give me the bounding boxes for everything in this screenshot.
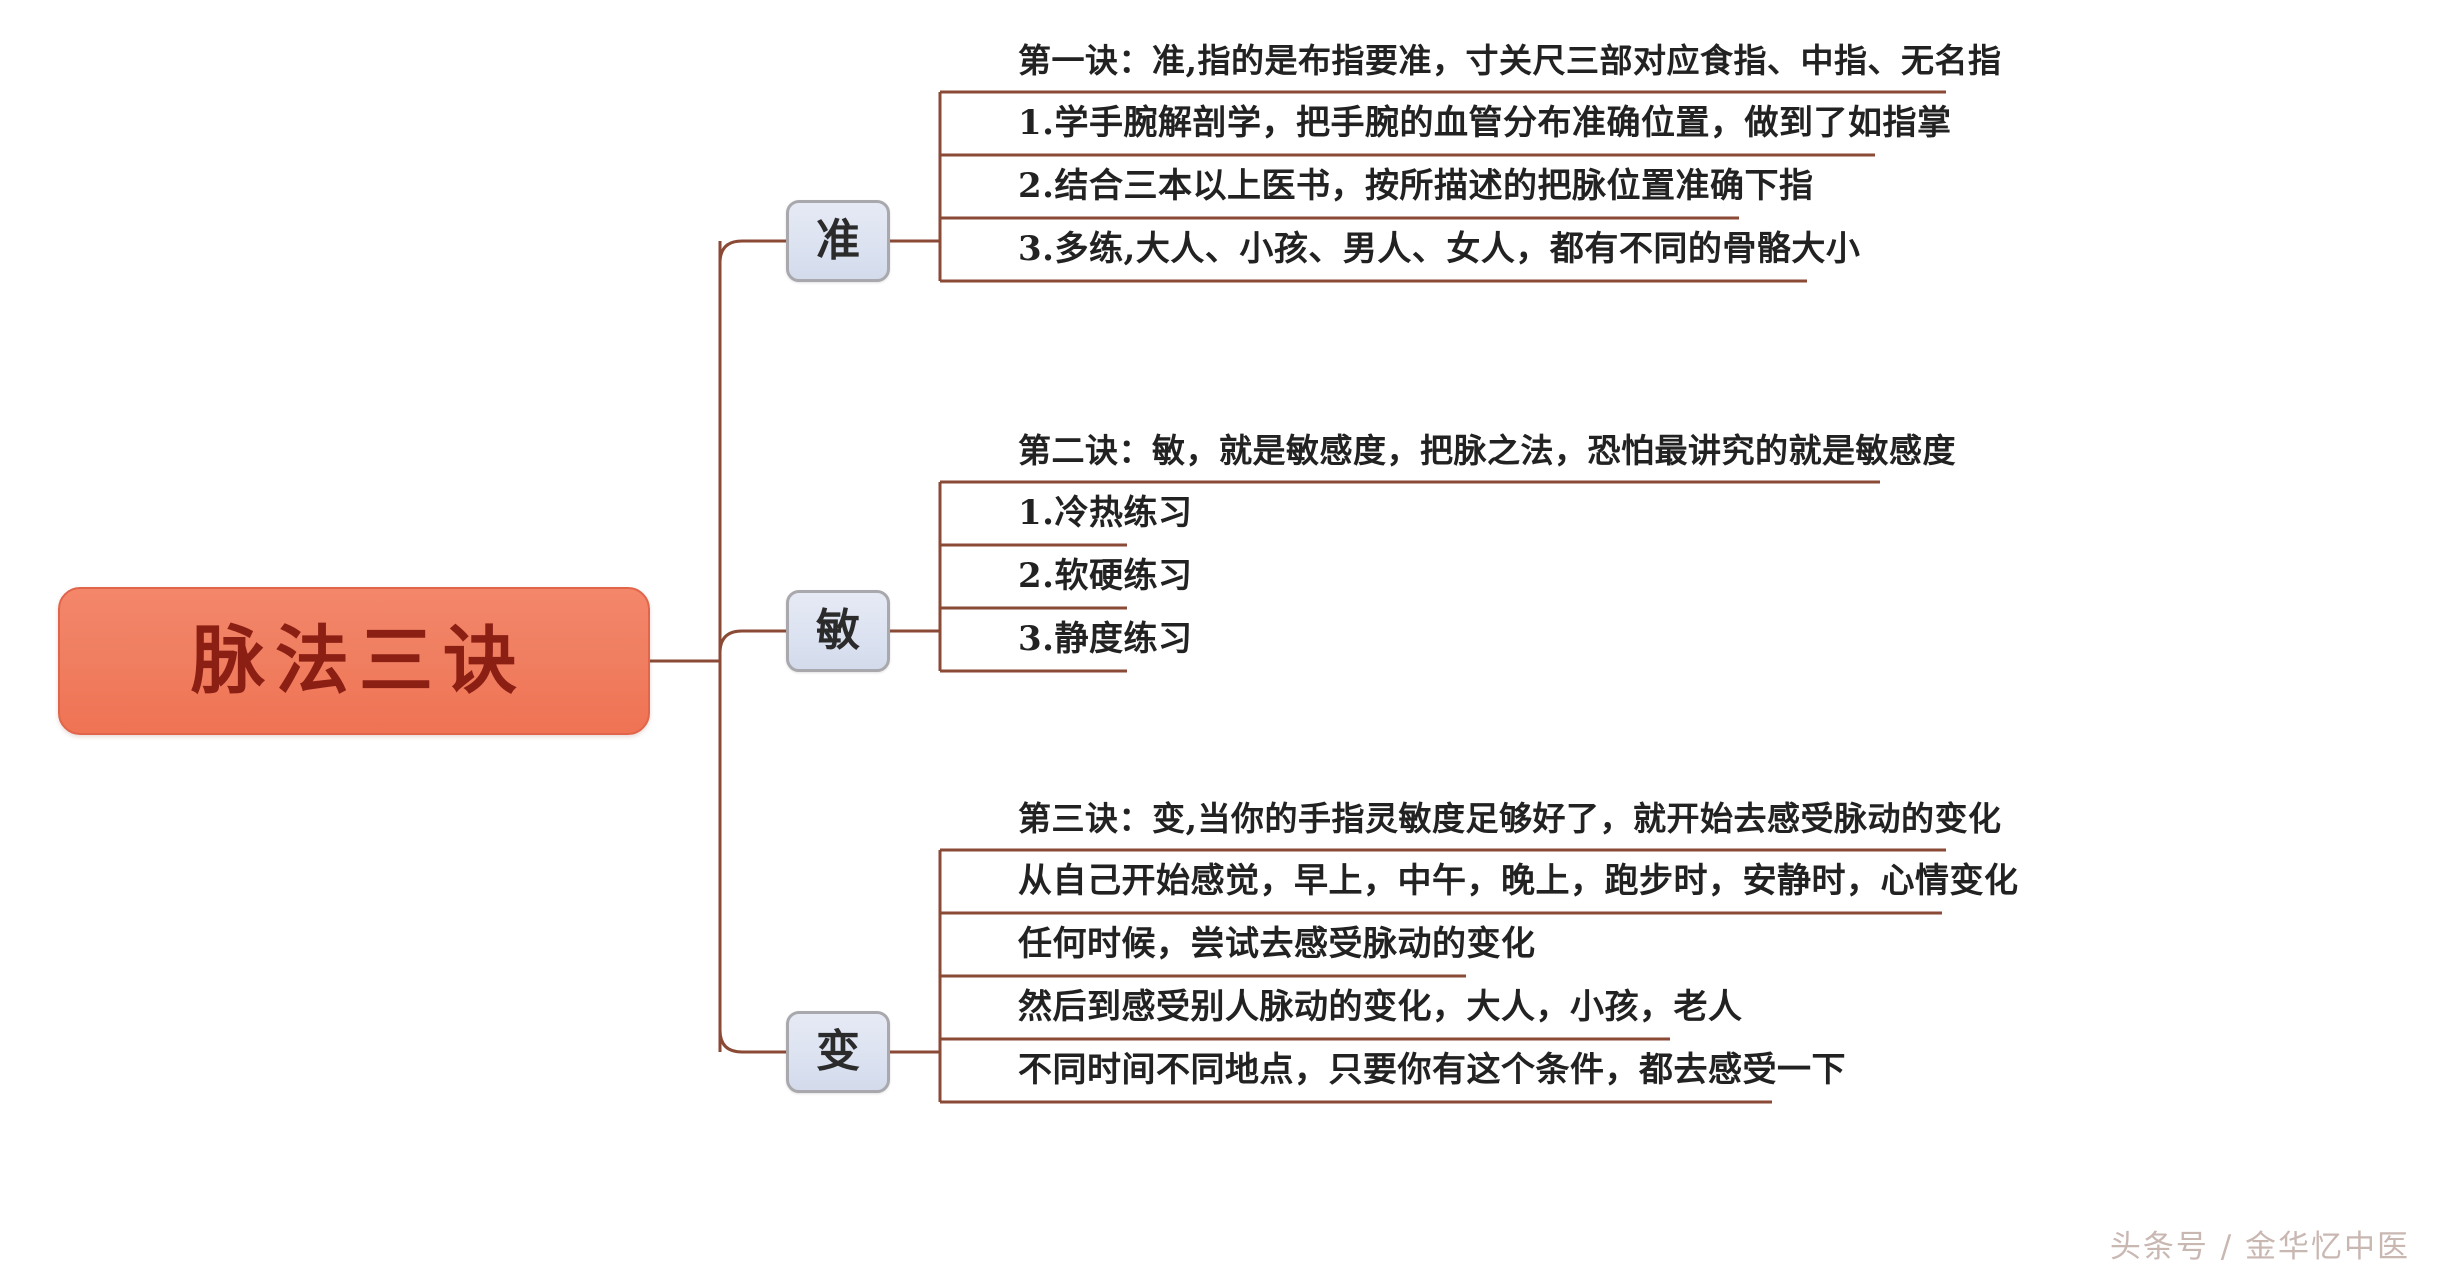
root-node[interactable]: 脉法三诀	[58, 587, 650, 735]
leaf-heading[interactable]: 第三诀：变,当你的手指灵敏度足够好了，就开始去感受脉动的变化	[1018, 799, 2002, 838]
leaf-item[interactable]: 3.静度练习	[1018, 619, 1193, 659]
branch-node-label: 准	[816, 215, 860, 266]
branch-node-label: 变	[816, 1026, 860, 1077]
branch-node-zhun[interactable]: 准	[786, 200, 890, 282]
leaf-item[interactable]: 2.结合三本以上医书，按所描述的把脉位置准确下指	[1018, 166, 1814, 206]
leaf-item[interactable]: 1.冷热练习	[1018, 493, 1193, 533]
watermark: 头条号 / 金华忆中医	[2109, 1229, 2410, 1265]
branch-node-min[interactable]: 敏	[786, 590, 890, 672]
leaf-item[interactable]: 任何时候，尝试去感受脉动的变化	[1018, 924, 1536, 964]
leaf-item[interactable]: 然后到感受别人脉动的变化，大人，小孩，老人	[1018, 987, 1743, 1027]
leaf-item[interactable]: 3.多练,大人、小孩、男人、女人，都有不同的骨骼大小	[1018, 229, 1861, 269]
leaf-heading[interactable]: 第二诀：敏，就是敏感度，把脉之法，恐怕最讲究的就是敏感度	[1018, 431, 1956, 470]
leaf-item[interactable]: 2.软硬练习	[1018, 556, 1193, 596]
leaf-item[interactable]: 从自己开始感觉，早上，中午，晚上，跑步时，安静时，心情变化	[1018, 861, 2019, 901]
leaf-heading[interactable]: 第一诀：准,指的是布指要准，寸关尺三部对应食指、中指、无名指	[1018, 41, 2002, 80]
leaf-item[interactable]: 1.学手腕解剖学，把手腕的血管分布准确位置，做到了如指掌	[1018, 103, 1952, 143]
root-node-label: 脉法三诀	[191, 618, 527, 704]
leaf-item[interactable]: 不同时间不同地点，只要你有这个条件，都去感受一下	[1018, 1050, 1846, 1090]
branch-node-label: 敏	[816, 605, 860, 656]
branch-node-bian[interactable]: 变	[786, 1011, 890, 1093]
